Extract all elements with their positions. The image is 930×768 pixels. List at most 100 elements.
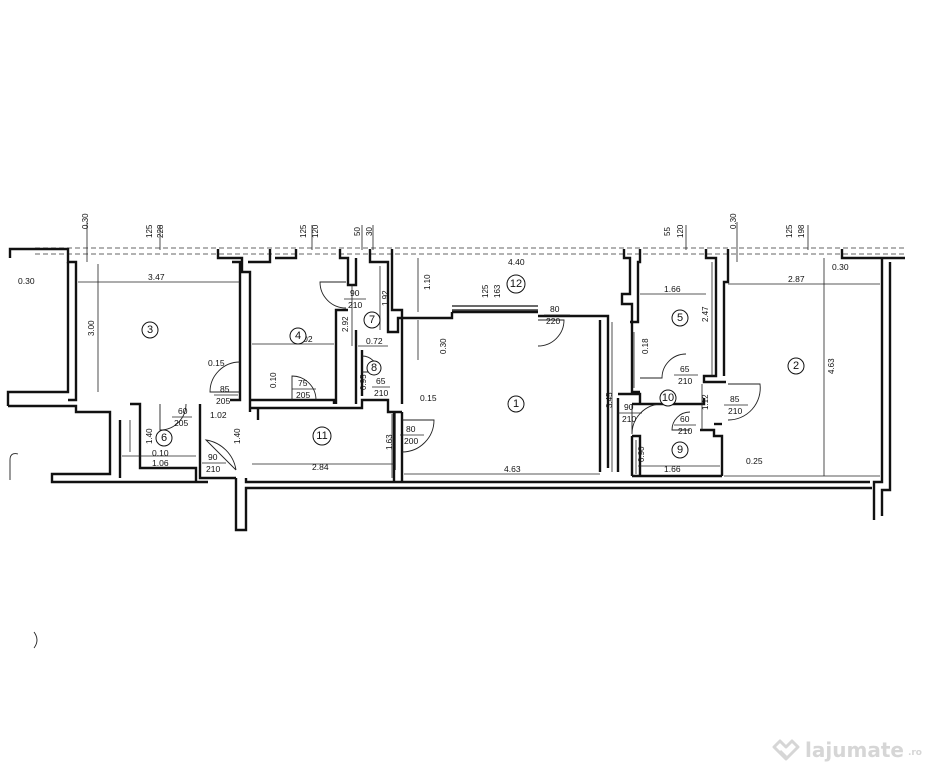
door-label-room2: 85 210 xyxy=(724,394,748,416)
dim-label: 30 xyxy=(365,227,374,236)
svg-text:5: 5 xyxy=(677,312,683,324)
watermark-tld: .ro xyxy=(907,748,922,758)
door-label-room4: 75 205 xyxy=(292,378,316,400)
dim-label: 0.30 xyxy=(439,338,448,354)
dim-label: 228 xyxy=(156,224,165,238)
watermark-brand: lajumate xyxy=(805,738,904,762)
svg-text:65: 65 xyxy=(680,364,690,374)
dim-label: 1.66 xyxy=(664,284,681,294)
dim-label: 4.40 xyxy=(508,257,525,267)
door-label-room9: 90 210 xyxy=(618,402,642,424)
dim-label: 2.92 xyxy=(341,316,350,332)
door-label-room6: 60 205 xyxy=(172,406,192,428)
watermark: lajumate .ro xyxy=(771,738,922,762)
dim-label: 0.15 xyxy=(208,358,225,368)
dim-label: 3.47 xyxy=(148,272,165,282)
room-numbers: 1 2 3 4 5 6 7 8 9 10 11 12 xyxy=(141,274,805,459)
dim-label: 1.12 xyxy=(701,394,710,410)
svg-text:65: 65 xyxy=(376,376,386,386)
svg-text:4: 4 xyxy=(295,330,301,342)
svg-text:125: 125 xyxy=(481,284,490,298)
svg-text:205: 205 xyxy=(174,418,188,428)
dim-label: 0.15 xyxy=(420,393,437,403)
dim-label: 0.30 xyxy=(729,213,738,229)
svg-text:210: 210 xyxy=(728,406,742,416)
svg-text:210: 210 xyxy=(348,300,362,310)
svg-text:1: 1 xyxy=(513,398,519,410)
svg-text:12: 12 xyxy=(510,278,522,290)
svg-text:60: 60 xyxy=(178,406,188,416)
dim-label: 50 xyxy=(353,227,362,236)
dim-label: 125 xyxy=(299,224,308,238)
room-1: 1 xyxy=(507,395,525,413)
dim-label: 1.63 xyxy=(385,434,394,450)
svg-text:75: 75 xyxy=(298,378,308,388)
dim-label: 0.30 xyxy=(832,262,849,272)
dim-label: 0.95 xyxy=(359,374,368,390)
dim-label: 1.40 xyxy=(145,428,154,444)
dim-label: 0.25 xyxy=(746,456,763,466)
door-label-room10: 60 210 xyxy=(674,414,696,436)
dim-label: 3.45 xyxy=(605,392,614,408)
room-11: 11 xyxy=(312,426,332,446)
door-label-room1: 80 220 xyxy=(544,304,570,326)
dim-label: 0.10 xyxy=(152,448,169,458)
scan-margin-marks xyxy=(9,453,38,649)
svg-text:205: 205 xyxy=(296,390,310,400)
interior-dimension-lines xyxy=(78,258,880,478)
dim-label: 120 xyxy=(676,224,685,238)
dim-label: 0.10 xyxy=(269,372,278,388)
dim-label: 0.30 xyxy=(81,213,90,229)
room-9: 9 xyxy=(671,441,689,459)
svg-text:163: 163 xyxy=(493,284,502,298)
door-labels: 85 205 75 205 60 205 90 210 90 210 65 21… xyxy=(172,284,748,474)
svg-text:90: 90 xyxy=(624,402,634,412)
lajumate-heart-icon xyxy=(772,739,800,761)
dim-label: 4.63 xyxy=(504,464,521,474)
svg-text:210: 210 xyxy=(678,426,692,436)
svg-text:205: 205 xyxy=(216,396,230,406)
room-6: 6 xyxy=(155,429,173,447)
dim-label: 1.10 xyxy=(423,274,432,290)
svg-text:210: 210 xyxy=(374,388,388,398)
room-12: 12 xyxy=(506,274,526,294)
door-label-room7: 90 210 xyxy=(344,288,366,310)
windows xyxy=(394,305,538,470)
svg-text:8: 8 xyxy=(371,362,377,374)
dim-label: 2.84 xyxy=(312,462,329,472)
dim-label: 0.90 xyxy=(637,446,646,462)
room-2: 2 xyxy=(787,357,805,375)
svg-text:85: 85 xyxy=(220,384,230,394)
dim-label: 125 xyxy=(785,224,794,238)
svg-text:2: 2 xyxy=(793,360,799,372)
svg-text:3: 3 xyxy=(147,324,153,336)
dim-label: 120 xyxy=(311,224,320,238)
door-label-room5: 65 210 xyxy=(674,364,698,386)
dim-label: 198 xyxy=(797,224,806,238)
dim-label: 125 xyxy=(145,224,154,238)
door-label-entry: 90 210 xyxy=(202,452,226,474)
dim-label: 1.02 xyxy=(210,410,227,420)
top-dimension-labels: 0.30 125 228 125 120 50 30 4.40 55 120 0… xyxy=(81,213,806,267)
svg-text:10: 10 xyxy=(662,392,674,404)
door-label-room3: 85 205 xyxy=(214,384,238,406)
dim-label: 3.00 xyxy=(87,320,96,336)
svg-text:11: 11 xyxy=(316,430,327,442)
svg-text:210: 210 xyxy=(622,414,636,424)
svg-text:7: 7 xyxy=(369,314,375,326)
svg-text:80: 80 xyxy=(406,424,416,434)
dim-label: 55 xyxy=(663,227,672,236)
exterior-walls xyxy=(6,247,905,532)
svg-text:220: 220 xyxy=(546,316,560,326)
room-3: 3 xyxy=(141,321,159,339)
svg-text:210: 210 xyxy=(678,376,692,386)
svg-text:200: 200 xyxy=(404,436,418,446)
dim-label: 1.66 xyxy=(664,464,681,474)
room-8: 8 xyxy=(366,360,382,376)
dim-label: 0.72 xyxy=(366,336,383,346)
door-swings xyxy=(159,281,761,471)
top-dimension-lines xyxy=(35,222,905,262)
svg-text:85: 85 xyxy=(730,394,740,404)
room-7: 7 xyxy=(363,311,381,329)
